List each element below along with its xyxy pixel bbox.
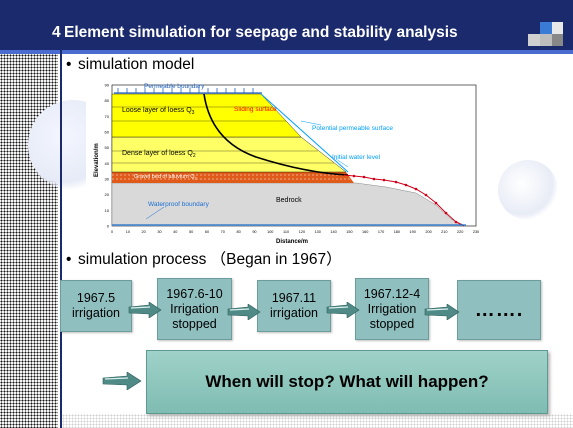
- waterproof-boundary-label: Waterproof boundary: [148, 201, 210, 208]
- y-tick-label: 30: [105, 177, 110, 182]
- y-tick-label: 10: [105, 208, 110, 213]
- water-level-markers: [352, 174, 458, 224]
- model-diagram: Permeable boundary Loose layer of loess …: [94, 83, 479, 246]
- x-tick-label: 200: [425, 230, 431, 234]
- bullet-simulation-model: • simulation model: [66, 56, 194, 74]
- y-axis-ticks: 0 10 20 30 40 50 60 70 80 90: [105, 83, 110, 229]
- step-action: Irrigation: [170, 301, 219, 316]
- x-tick-label: 40: [173, 230, 177, 234]
- x-tick-label: 90: [252, 230, 256, 234]
- y-tick-label: 70: [105, 114, 110, 119]
- slide-title: Element simulation for seepage and stabi…: [64, 24, 458, 41]
- x-tick-label: 100: [267, 230, 273, 234]
- step-action: irrigation: [270, 306, 318, 320]
- corner-square-icon: [552, 34, 563, 46]
- y-tick-label: 50: [105, 145, 110, 150]
- y-axis-label: Elevation/m: [94, 143, 100, 177]
- callout-leader: [335, 158, 349, 168]
- x-tick-label: 170: [378, 230, 384, 234]
- corner-square-icon: [528, 34, 540, 46]
- title-bar: [0, 0, 573, 50]
- y-tick-label: 90: [105, 83, 110, 88]
- x-tick-label: 0: [111, 230, 113, 234]
- callout-leader: [300, 120, 322, 126]
- arrow-right-icon: [227, 304, 261, 320]
- corner-square-icon: [540, 22, 552, 34]
- step-date: 1967.5: [76, 291, 116, 305]
- decorative-circle: [498, 160, 558, 220]
- x-tick-label: 220: [457, 230, 463, 234]
- initial-water-level-label: Initial water level: [332, 154, 381, 161]
- corner-square-icon: [552, 22, 563, 34]
- step-date: 1967.11: [271, 291, 317, 305]
- y-tick-label: 60: [105, 130, 110, 135]
- y-tick-label: 40: [105, 161, 110, 166]
- corner-square-icon: [540, 34, 552, 46]
- x-tick-label: 150: [346, 230, 352, 234]
- bullet-glyph: •: [66, 251, 72, 268]
- bullet-text: simulation model: [78, 56, 195, 73]
- x-tick-label: 140: [330, 230, 336, 234]
- dotted-margin-decoration: [0, 0, 58, 428]
- x-tick-label: 50: [189, 230, 193, 234]
- arrow-right-icon: [424, 304, 460, 320]
- loose-loess-layer: [111, 93, 302, 138]
- section-number: 4: [52, 24, 61, 41]
- bedrock-label: Bedrock: [276, 197, 302, 204]
- potential-permeable-surface-label: Potential permeable surface: [312, 125, 393, 132]
- x-tick-label: 190: [410, 230, 416, 234]
- sliding-surface-label: Sliding surface: [234, 106, 277, 113]
- loose-loess-label: Loose layer of loess Q3: [122, 107, 195, 116]
- dense-loess-label: Dense layer of loess Q2: [122, 150, 196, 159]
- y-tick-label: 0: [107, 224, 110, 229]
- bullet-simulation-process: • simulation process （Began in 1967）: [66, 247, 342, 269]
- process-step-more: …….: [457, 280, 541, 340]
- bullet-text: simulation process （Began in 1967）: [78, 251, 342, 268]
- title-underline: [0, 50, 573, 54]
- permeable-arrows: [117, 88, 254, 93]
- sliding-surface-curve: [203, 93, 349, 176]
- permeable-boundary-label: Permeable boundary: [144, 83, 205, 90]
- x-axis-label: Distance/m: [276, 239, 308, 245]
- step-action: irrigation: [72, 306, 120, 320]
- x-tick-label: 130: [315, 230, 321, 234]
- potential-permeable-surface-line: [260, 93, 349, 173]
- callout-leader: [145, 206, 165, 220]
- x-tick-label: 30: [157, 230, 161, 234]
- step-date: 1967.12-4: [363, 286, 421, 301]
- x-tick-label: 80: [236, 230, 240, 234]
- question-callout: When will stop? What will happen?: [146, 350, 548, 414]
- x-tick-label: 60: [205, 230, 209, 234]
- y-tick-label: 80: [105, 98, 110, 103]
- x-tick-label: 10: [126, 230, 130, 234]
- step-date: 1967.6-10: [166, 286, 223, 301]
- x-tick-label: 230: [473, 230, 479, 234]
- arrow-right-icon: [326, 302, 360, 318]
- footer-decoration: [62, 414, 573, 428]
- x-tick-label: 120: [299, 230, 305, 234]
- x-tick-label: 20: [142, 230, 146, 234]
- x-axis-ticks: 0 10 20 30 40 50 60 70 80 90 100 110 120 130 140 150 160…: [111, 230, 479, 234]
- bullet-glyph: •: [66, 56, 72, 73]
- y-tick-label: 20: [105, 192, 110, 197]
- x-tick-label: 180: [394, 230, 400, 234]
- margin-divider: [60, 0, 62, 428]
- step-ellipsis: …….: [474, 298, 524, 321]
- x-tick-label: 160: [362, 230, 368, 234]
- simulation-model-figure: Permeable boundary Loose layer of loess …: [86, 79, 479, 248]
- gravel-layer-label: Gravel bed of alluvium Q2: [134, 174, 198, 181]
- arrow-right-icon: [102, 372, 142, 390]
- step-status: stopped: [369, 316, 415, 331]
- x-tick-label: 70: [221, 230, 225, 234]
- x-tick-label: 210: [441, 230, 447, 234]
- x-tick-label: 110: [283, 230, 289, 234]
- arrow-right-icon: [128, 302, 162, 318]
- step-status: stopped: [172, 316, 217, 331]
- step-action: Irrigation: [367, 301, 417, 316]
